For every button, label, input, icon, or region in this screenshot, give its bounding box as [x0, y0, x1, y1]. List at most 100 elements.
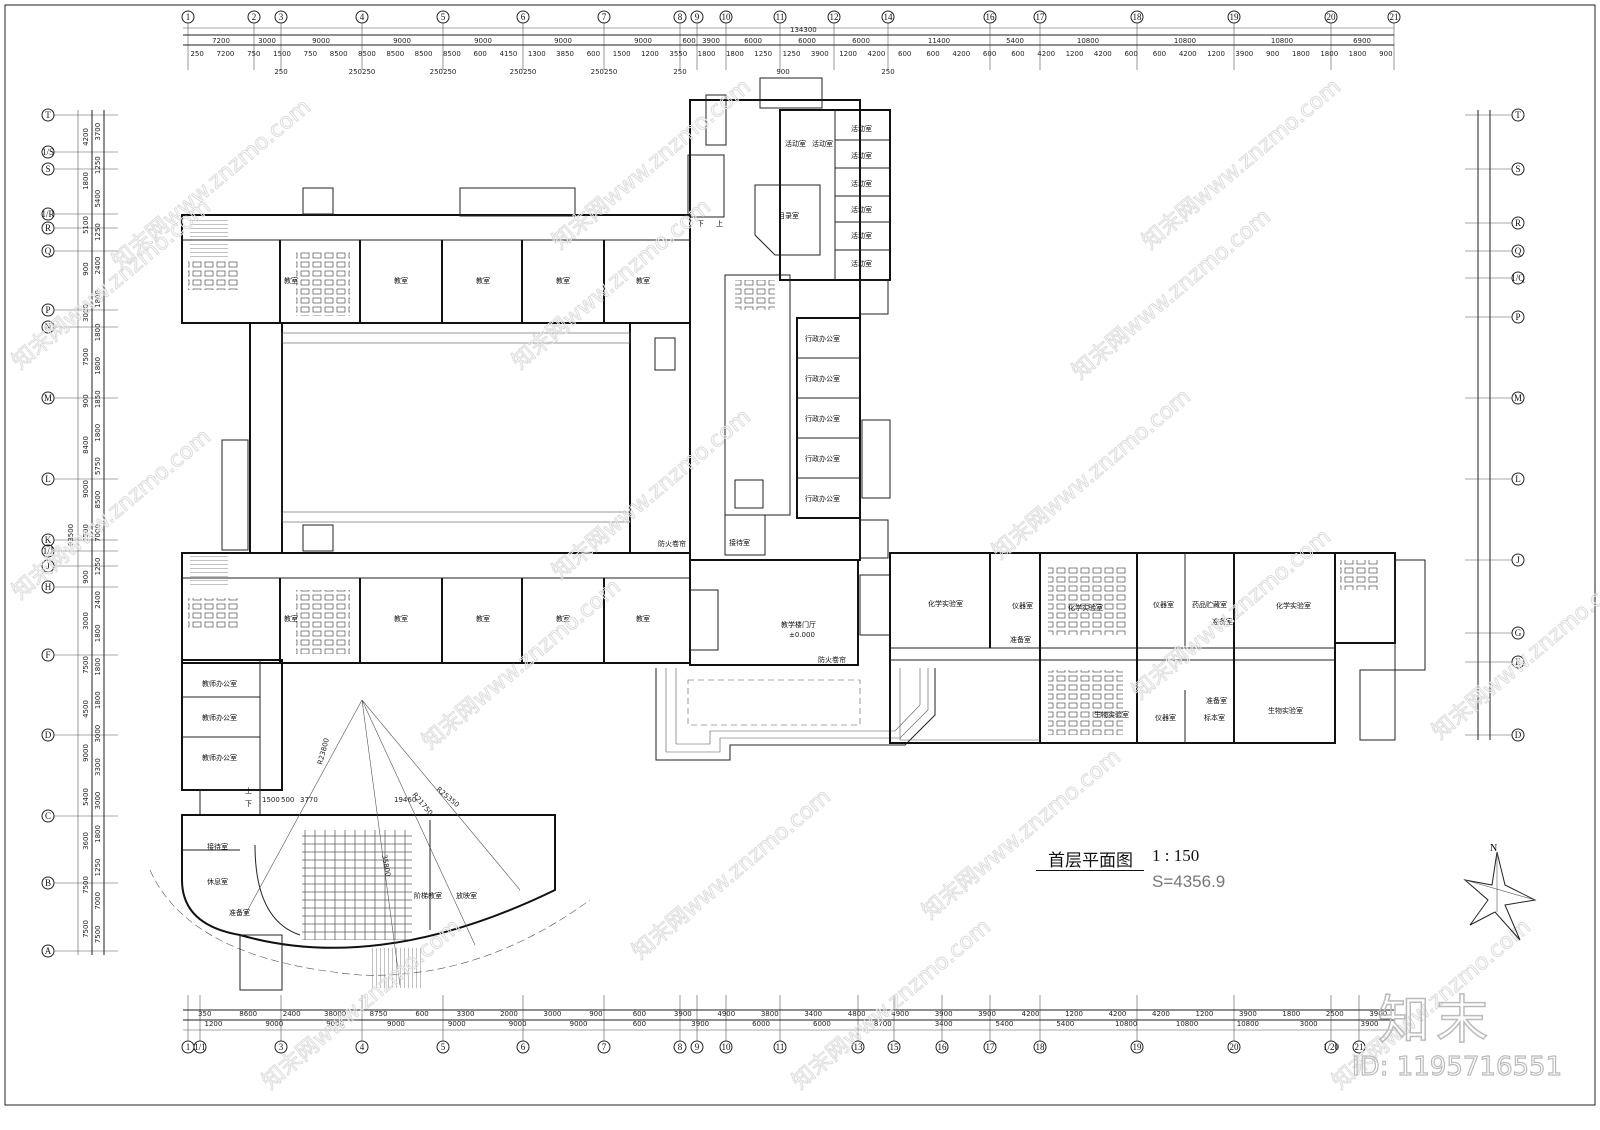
dimension-value: 9000: [474, 37, 492, 45]
dimension-value: 4900: [717, 1010, 735, 1018]
svg-text:3770: 3770: [300, 796, 318, 804]
dimension-value: 600: [926, 50, 939, 58]
dimension-value: 9000: [554, 37, 572, 45]
dimension-value: 3900: [1239, 1010, 1257, 1018]
axis-bubble-left: S: [41, 162, 55, 176]
room-label: 教师办公室: [202, 679, 237, 688]
dimension-value: 1250: [94, 858, 102, 876]
dimension-value: 600: [473, 50, 486, 58]
room-label: 教室: [636, 614, 650, 623]
axis-label: 8: [678, 1042, 683, 1052]
axis-label: 19: [1230, 12, 1240, 22]
room-label: 阶梯教室: [414, 891, 442, 900]
dimension-value: 5750: [94, 457, 102, 475]
room-label: 活动室: [851, 179, 872, 188]
axis-label: G: [1515, 628, 1522, 638]
dimension-value: 900: [1266, 50, 1279, 58]
room-label: 教师办公室: [202, 753, 237, 762]
room-label: 教室: [394, 614, 408, 623]
axis-label: 11: [776, 12, 785, 22]
axis-label: 6: [521, 12, 526, 22]
axis-label: D: [1515, 730, 1522, 740]
north-label: N: [1490, 843, 1498, 854]
dimension-value: 6000: [752, 1020, 770, 1028]
axis-label: 15: [890, 1042, 900, 1052]
axis-label: A: [45, 946, 52, 956]
axis-label: 18: [1133, 12, 1143, 22]
dimension-value: 8500: [330, 50, 348, 58]
drawing-frame: [4, 4, 1596, 1106]
room-label: 行政办公室: [805, 494, 840, 503]
axis-label: S: [45, 164, 50, 174]
dimension-value: 8500: [94, 491, 102, 509]
room-label: 活动室: [851, 231, 872, 240]
axis-bubble-bottom: 1: [181, 1040, 195, 1054]
stair-up-label: 上: [716, 219, 723, 228]
dimension-value: 3900: [674, 1010, 692, 1018]
axis-label: 10: [722, 12, 732, 22]
axis-bubble-bottom: 7: [597, 1040, 611, 1054]
axis-label: 8: [678, 12, 683, 22]
dimension-value: 3700: [94, 123, 102, 141]
axis-label: 21: [1355, 1042, 1364, 1052]
dimension-value: 4900: [891, 1010, 909, 1018]
room-label: 标本室: [1204, 713, 1225, 722]
room-label: 教室: [556, 614, 570, 623]
dimension-value: 900: [82, 394, 90, 407]
axis-label: F: [45, 650, 50, 660]
dimension-value: 600: [415, 1010, 428, 1018]
axis-label: 19: [1133, 1042, 1143, 1052]
axis-bubble-bottom: 16: [935, 1040, 949, 1054]
dimension-value: 7500: [82, 524, 90, 542]
dimension-value: 3900: [1369, 1010, 1387, 1018]
room-label: 教室: [556, 276, 570, 285]
axis-label: T: [45, 110, 51, 120]
dimension-value: 1300: [528, 50, 546, 58]
dimension-value: 8400: [82, 436, 90, 454]
watermark-text: 知末网www.znzmo.com: [628, 784, 836, 964]
axis-bubble-right: M: [1511, 391, 1525, 405]
axis-bubble-top: 17: [1033, 10, 1047, 24]
dimension-value: 5400: [1056, 1020, 1074, 1028]
axis-label: 17: [986, 1042, 996, 1052]
dimension-value: 4200: [1094, 50, 1112, 58]
room-label: 教学楼门厅: [781, 620, 816, 629]
axis-bubble-right: P: [1511, 310, 1525, 324]
dimension-value: 8500: [443, 50, 461, 58]
dimension-value: 1800: [698, 50, 716, 58]
dimension-value: 4200: [1037, 50, 1055, 58]
axis-bubble-left: L: [41, 472, 55, 486]
dimension-value: 7200: [212, 37, 230, 45]
dimension-value: 7200: [217, 50, 235, 58]
axis-label: M: [44, 393, 52, 403]
axis-bubble-top: 7: [597, 10, 611, 24]
axis-bubble-bottom: 1/1: [193, 1040, 207, 1054]
dimension-value: 250: [274, 68, 287, 76]
dimension-value: 4200: [952, 50, 970, 58]
room-label: 准备室: [1206, 696, 1227, 705]
dimension-value: 1250: [94, 156, 102, 174]
axis-label: H: [45, 582, 52, 592]
dimension-value: 250: [190, 50, 203, 58]
axis-label: 9: [695, 1042, 700, 1052]
dimension-value: 4200: [1152, 1010, 1170, 1018]
axis-bubble-left: R: [41, 221, 55, 235]
dimension-value: 250250: [510, 68, 537, 76]
axis-label: E: [1515, 657, 1521, 667]
room-label: 教室: [394, 276, 408, 285]
dimension-value: 10800: [1176, 1020, 1198, 1028]
floor-area: S=4356.9: [1152, 872, 1226, 891]
dimension-value: 600: [983, 50, 996, 58]
axis-label: N: [45, 322, 52, 332]
dimension-value: 3000: [82, 304, 90, 322]
axis-label: 16: [938, 1042, 948, 1052]
axis-bubble-top: 4: [355, 10, 369, 24]
dimension-value: 3000: [82, 612, 90, 630]
axis-bubble-bottom: 10: [719, 1040, 733, 1054]
svg-text:35800: 35800: [380, 854, 392, 877]
dimension-value: 3000: [1300, 1020, 1318, 1028]
axis-bubble-left: Q: [41, 244, 55, 258]
dimension-value: 1200: [1065, 1010, 1083, 1018]
dimension-value: 1200: [1207, 50, 1225, 58]
